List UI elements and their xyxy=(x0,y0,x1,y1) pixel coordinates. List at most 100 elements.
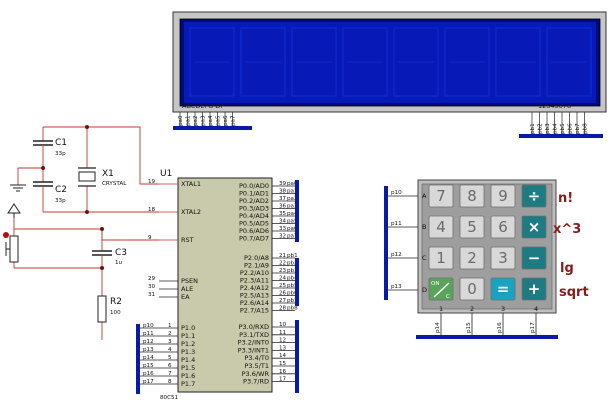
lcd-digit-cell xyxy=(546,27,592,97)
key-4[interactable]: 4 xyxy=(428,215,454,239)
mcu-pin-name: PSEN xyxy=(181,277,198,285)
lcd-pin-label: pa2 xyxy=(193,115,199,126)
lcd-pin-label: pa0 xyxy=(178,115,184,126)
lcd-pin-label: pb6 xyxy=(568,123,574,134)
mcu-pin-number: 2 xyxy=(168,331,172,337)
junction-dot xyxy=(100,266,104,270)
key-13[interactable]: 0 xyxy=(459,277,485,301)
key-15[interactable]: + xyxy=(521,277,547,301)
mcu-pin-number: 31 xyxy=(148,292,156,298)
mcu-pin-name: P3.5/T1 xyxy=(244,362,269,370)
key-0[interactable]: 7 xyxy=(428,184,454,208)
key-label: × xyxy=(528,218,541,236)
port1-net-label: p17 xyxy=(143,379,154,385)
mcu-pin-name: P2.4/A12 xyxy=(240,284,269,292)
mcu-pin-number: 23 xyxy=(279,268,287,274)
reset-circuit xyxy=(13,218,159,340)
capacitor-c3[interactable]: C3 1u xyxy=(92,248,127,266)
key-12[interactable]: ONC xyxy=(428,277,454,301)
mcu-pin-name: P1.3 xyxy=(181,348,195,356)
mcu-pin-name: P2.7/A15 xyxy=(240,307,269,315)
mcu-pin-number: 39 xyxy=(279,181,287,187)
mcu-pin-net: pa7 xyxy=(287,234,298,240)
lcd-pin-label: pb3 xyxy=(545,123,551,134)
mcu-pin-name: P0.1/AD1 xyxy=(239,190,269,198)
key-1[interactable]: 8 xyxy=(459,184,485,208)
key-8[interactable]: 1 xyxy=(428,246,454,270)
mcu-pin-name: P1.2 xyxy=(181,340,195,348)
junction-dot xyxy=(85,210,89,214)
x1-value: CRYSTAL xyxy=(102,181,127,187)
c3-value: 1u xyxy=(115,260,123,266)
key-3[interactable]: ÷ xyxy=(521,184,547,208)
mcu-pin-net: pa6 xyxy=(287,226,298,232)
r2-ref: R2 xyxy=(110,297,122,307)
mcu-pin-number: 7 xyxy=(168,371,172,377)
mcu-pin-number: 11 xyxy=(279,330,287,336)
mcu-pin-name: P0.0/AD0 xyxy=(239,182,269,190)
keypad-row-label: C xyxy=(422,254,427,262)
mcu-pin-number: 3 xyxy=(168,339,172,345)
mcu-pin-name: RST xyxy=(181,236,194,244)
lcd-digit-cell xyxy=(240,27,286,97)
key-label: 5 xyxy=(467,218,477,236)
keypad-row-net: p13 xyxy=(391,284,402,290)
x1-ref: X1 xyxy=(102,169,114,179)
mcu-pin-name: P2.6/A14 xyxy=(240,299,269,307)
keypad-column-net: p15 xyxy=(466,322,472,333)
key-label: 2 xyxy=(467,249,477,267)
lcd-pin-label: pa5 xyxy=(216,115,222,126)
key-14[interactable]: = xyxy=(490,277,516,301)
capacitor-c2[interactable]: C2 33p xyxy=(33,181,67,204)
mcu-pin-net: pa0 xyxy=(287,181,298,187)
key-7[interactable]: × xyxy=(521,215,547,239)
key-5[interactable]: 5 xyxy=(459,215,485,239)
mcu-pin-net: pb7 xyxy=(287,298,298,304)
key-6[interactable]: 6 xyxy=(490,215,516,239)
key-label: 8 xyxy=(467,187,477,205)
crystal-x1[interactable]: X1 CRYSTAL xyxy=(78,167,127,187)
mcu-pin-number: 12 xyxy=(279,338,286,344)
lcd-pin-label: pa6 xyxy=(223,115,229,126)
port1-net-label: p14 xyxy=(143,355,154,361)
resistor-r2[interactable]: R2 100 xyxy=(97,295,122,323)
lcd-digit-cell xyxy=(393,27,439,97)
key-9[interactable]: 2 xyxy=(459,246,485,270)
lcd-display[interactable]: ABCDEFG DP 12345678 xyxy=(172,11,607,113)
keypad-column-net: p17 xyxy=(530,322,536,333)
mcu-pin-number: 34 xyxy=(279,219,287,225)
mcu-pin-name: P2.1/A9 xyxy=(244,262,269,270)
annotation-cube: x^3 xyxy=(553,222,581,237)
port1-net-label: p11 xyxy=(143,331,154,337)
key-2[interactable]: 9 xyxy=(490,184,516,208)
lcd-digit-cell xyxy=(342,27,388,97)
lcd-pin-label: pa1 xyxy=(186,115,192,126)
mcu-pin-name: P0.5/AD5 xyxy=(239,220,269,228)
port1-net-label: p10 xyxy=(143,323,154,329)
mcu-pin-net: pb3 xyxy=(287,268,298,274)
mcu-pin-name: P2.2/A10 xyxy=(240,269,269,277)
mcu-pin-number: 18 xyxy=(148,207,156,213)
reset-button[interactable] xyxy=(3,232,19,263)
lcd-digit-cell xyxy=(189,27,235,97)
key-10[interactable]: 3 xyxy=(490,246,516,270)
capacitor-c1[interactable]: C1 33p xyxy=(33,138,67,157)
mcu-pin-number: 37 xyxy=(279,196,287,202)
mcu-pin-name: P1.4 xyxy=(181,356,195,364)
mcu-pin-name: P3.4/T0 xyxy=(244,354,269,362)
annotation-factorial: n! xyxy=(558,191,573,206)
port1-net-label: p12 xyxy=(143,339,154,345)
lcd-pin-label: pb4 xyxy=(553,123,559,134)
lcd-pin-label: pb5 xyxy=(560,123,566,134)
mcu-pin-name: P3.0/RXD xyxy=(239,323,269,331)
mcu-pin-name: P3.6/WR xyxy=(242,370,270,378)
key-label: 3 xyxy=(498,249,508,267)
key-11[interactable]: − xyxy=(521,246,547,270)
mcu-u1[interactable]: U1 80C51 xyxy=(160,169,273,401)
mcu-pin-number: 35 xyxy=(279,211,287,217)
